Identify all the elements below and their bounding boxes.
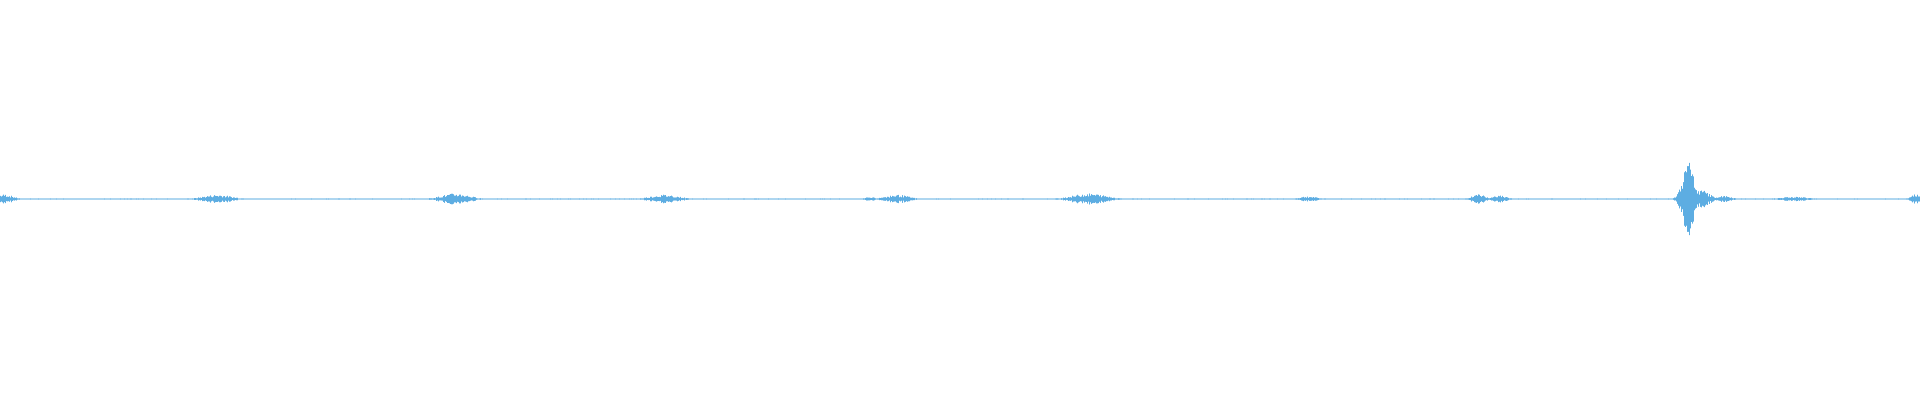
waveform-path <box>0 162 1920 236</box>
waveform-samples <box>0 162 1920 236</box>
